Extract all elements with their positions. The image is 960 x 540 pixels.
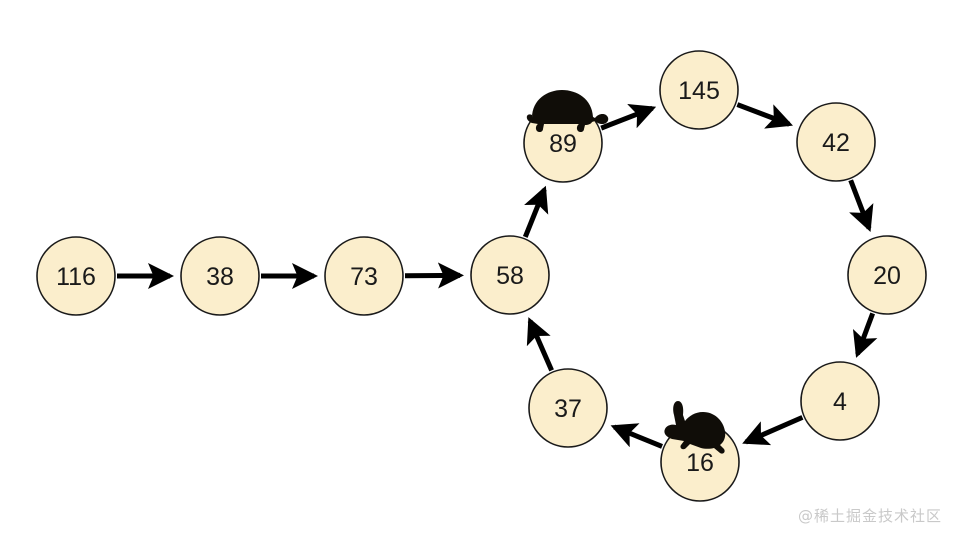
edge-58-to-89 — [522, 185, 549, 238]
edge-42-to-20 — [848, 179, 874, 233]
node-116[interactable]: 116 — [36, 236, 116, 316]
node-20[interactable]: 20 — [847, 235, 927, 315]
node-circle — [528, 368, 608, 448]
node-circle — [36, 236, 116, 316]
turtle-silhouette — [526, 90, 609, 133]
node-58[interactable]: 58 — [470, 235, 550, 315]
node-circle — [324, 236, 404, 316]
node-circle — [800, 361, 880, 441]
rabbit-silhouette — [664, 401, 726, 454]
node-label: 16 — [686, 449, 714, 477]
node-label: 20 — [873, 262, 901, 290]
node-circle — [470, 235, 550, 315]
node-circle — [847, 235, 927, 315]
node-circle — [180, 236, 260, 316]
edge-20-to-4 — [852, 312, 878, 358]
edge-145-to-42 — [736, 102, 793, 129]
edge-89-to-145 — [600, 104, 657, 131]
node-label: 58 — [496, 262, 524, 290]
node-38[interactable]: 38 — [180, 236, 260, 316]
edge-16-to-37 — [610, 423, 663, 449]
node-label: 73 — [350, 263, 378, 291]
edge-37-to-58 — [526, 317, 554, 372]
node-label: 145 — [678, 77, 720, 105]
node-37[interactable]: 37 — [528, 368, 608, 448]
turtle-icon — [526, 90, 609, 133]
node-circle — [659, 50, 739, 130]
rabbit-icon — [664, 401, 726, 454]
node-label: 38 — [206, 263, 234, 291]
nodes-layer: 116 38 73 58 89 145 42 20 4 16 37 — [36, 50, 927, 502]
edge-4-to-16 — [742, 415, 804, 446]
node-label: 42 — [822, 129, 850, 157]
node-4[interactable]: 4 — [800, 361, 880, 441]
edges-layer — [117, 102, 878, 449]
node-label: 37 — [554, 395, 582, 423]
node-label: 116 — [56, 263, 96, 291]
node-145[interactable]: 145 — [659, 50, 739, 130]
node-label: 4 — [833, 388, 847, 416]
markers-layer — [526, 90, 726, 454]
node-label: 89 — [549, 130, 577, 158]
node-73[interactable]: 73 — [324, 236, 404, 316]
node-42[interactable]: 42 — [796, 102, 876, 182]
node-circle — [796, 102, 876, 182]
watermark: @稀土掘金技术社区 — [797, 507, 942, 525]
